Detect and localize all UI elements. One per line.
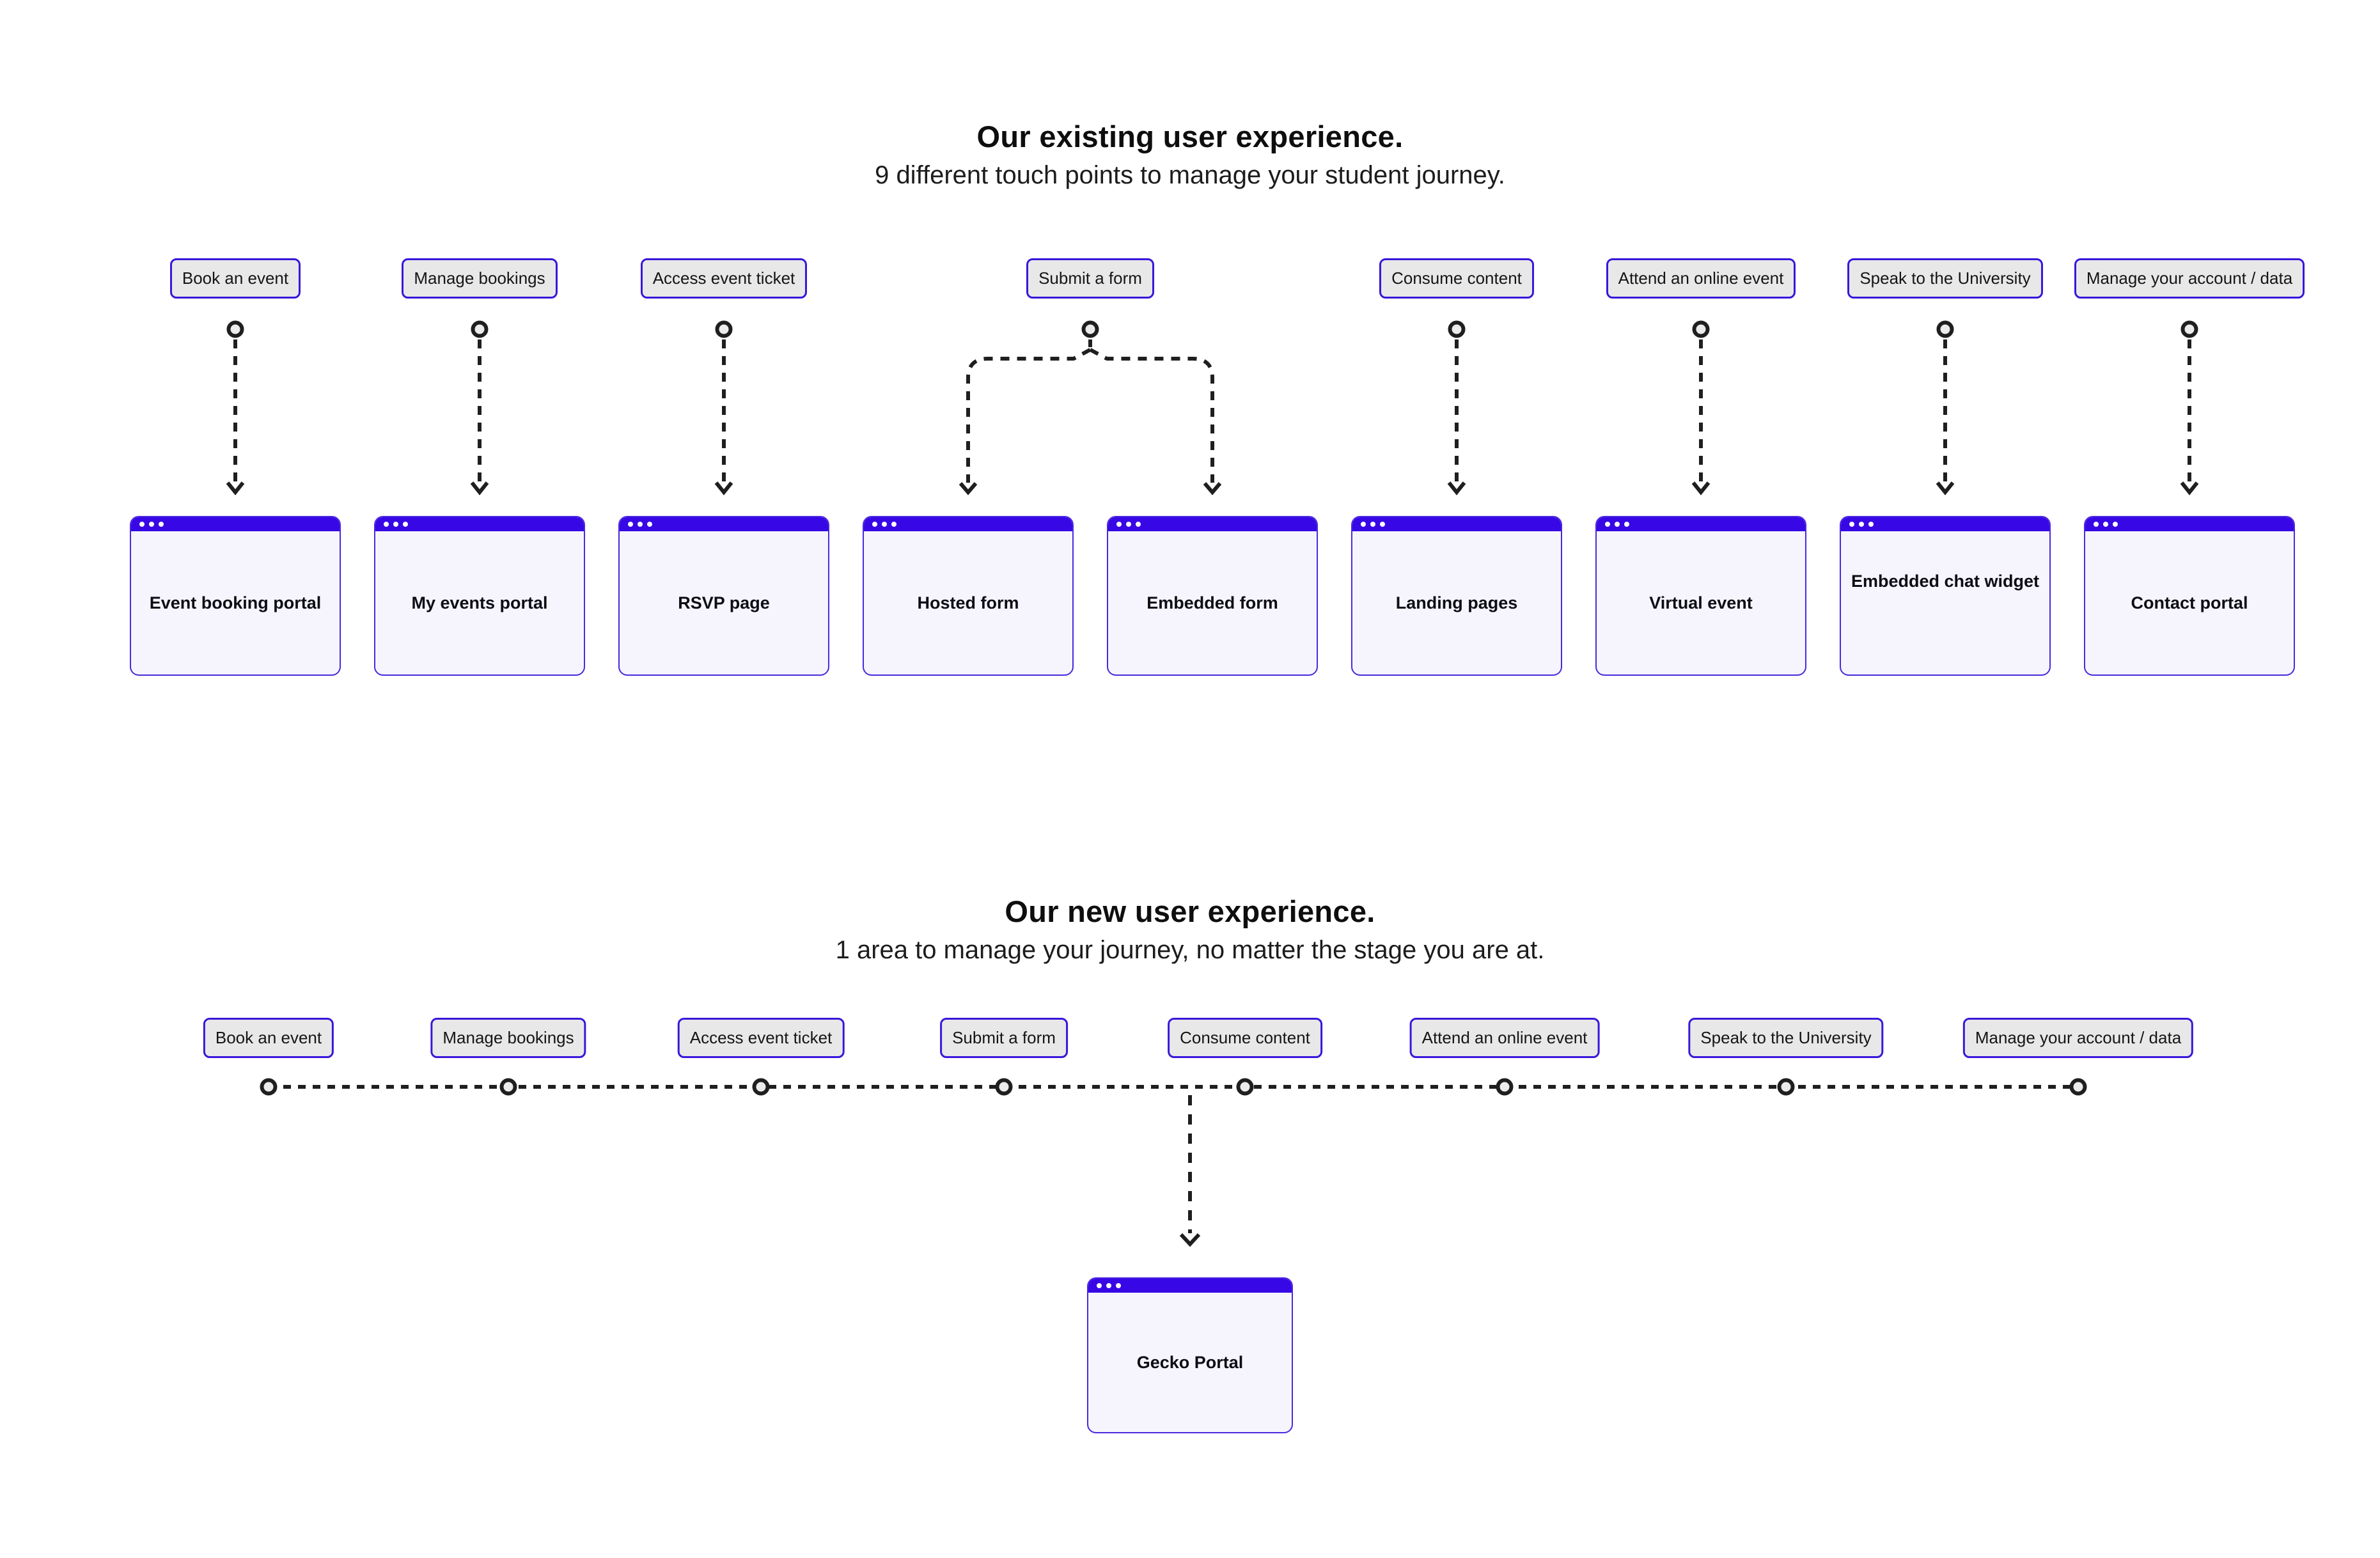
- window-label: Hosted form: [917, 593, 1019, 612]
- new-node-speak-to-university: Speak to the University: [1688, 1018, 1884, 1058]
- node-manage-bookings: Manage bookings: [402, 258, 558, 299]
- window-hosted-form: Hosted form: [863, 516, 1074, 676]
- window-titlebar: [2085, 517, 2294, 531]
- window-titlebar: [1597, 517, 1805, 531]
- node-attend-online-event: Attend an online event: [1606, 258, 1796, 299]
- traffic-lights-icon: [1116, 522, 1141, 527]
- dashed-arrow-connector: [2180, 320, 2199, 495]
- new-section-header: Our new user experience. 1 area to manag…: [0, 894, 2380, 965]
- new-node-submit-a-form: Submit a form: [940, 1018, 1068, 1058]
- node-submit-a-form: Submit a form: [1026, 258, 1154, 299]
- new-subtitle: 1 area to manage your journey, no matter…: [835, 936, 1545, 964]
- window-embedded-form: Embedded form: [1107, 516, 1318, 676]
- window-label: Embedded chat widget: [1851, 572, 2040, 591]
- traffic-lights-icon: [1849, 522, 1874, 527]
- traffic-lights-icon: [1361, 522, 1385, 527]
- traffic-lights-icon: [384, 522, 408, 527]
- window-label: Event booking portal: [149, 593, 322, 612]
- window-label: Embedded form: [1147, 593, 1278, 612]
- portal-drop-connector: [1179, 1095, 1201, 1247]
- window-label: Gecko Portal: [1136, 1352, 1244, 1372]
- window-my-events-portal: My events portal: [374, 516, 585, 676]
- fork-arrow-connector: [959, 320, 1222, 495]
- window-embedded-chat-widget: Embedded chat widget: [1840, 516, 2051, 676]
- new-node-manage-account-data: Manage your account / data: [1962, 1018, 2194, 1058]
- traffic-lights-icon: [628, 522, 652, 527]
- window-label: Virtual event: [1649, 593, 1753, 612]
- dashed-arrow-connector: [1691, 320, 1711, 495]
- traffic-lights-icon: [139, 522, 164, 527]
- traffic-lights-icon: [1605, 522, 1629, 527]
- existing-subtitle: 9 different touch points to manage your …: [875, 161, 1505, 189]
- window-titlebar: [1088, 1279, 1292, 1293]
- new-node-access-event-ticket: Access event ticket: [677, 1018, 845, 1058]
- window-titlebar: [131, 517, 340, 531]
- window-gecko-portal: Gecko Portal: [1087, 1277, 1293, 1433]
- window-contact-portal: Contact portal: [2084, 516, 2295, 676]
- existing-title: Our existing user experience.: [976, 120, 1404, 153]
- window-titlebar: [620, 517, 828, 531]
- dashed-arrow-connector: [714, 320, 733, 495]
- window-label: RSVP page: [678, 593, 770, 612]
- window-titlebar: [1108, 517, 1317, 531]
- window-label: Contact portal: [2131, 593, 2248, 612]
- window-event-booking-portal: Event booking portal: [130, 516, 341, 676]
- traffic-lights-icon: [872, 522, 896, 527]
- window-virtual-event: Virtual event: [1595, 516, 1806, 676]
- journey-timeline: [260, 1078, 2087, 1247]
- node-speak-to-university: Speak to the University: [1847, 258, 2043, 299]
- node-consume-content: Consume content: [1379, 258, 1534, 299]
- window-titlebar: [1841, 517, 2049, 531]
- window-titlebar: [864, 517, 1072, 531]
- new-node-book-an-event: Book an event: [203, 1018, 334, 1058]
- node-manage-account-data: Manage your account / data: [2074, 258, 2305, 299]
- traffic-lights-icon: [2094, 522, 2118, 527]
- node-book-an-event: Book an event: [169, 258, 301, 299]
- window-titlebar: [375, 517, 584, 531]
- window-landing-pages: Landing pages: [1351, 516, 1562, 676]
- new-node-consume-content: Consume content: [1168, 1018, 1322, 1058]
- window-titlebar: [1352, 517, 1561, 531]
- dashed-arrow-connector: [470, 320, 489, 495]
- dashed-arrow-connector: [1447, 320, 1466, 495]
- node-access-event-ticket: Access event ticket: [640, 258, 808, 299]
- new-node-manage-bookings: Manage bookings: [430, 1018, 586, 1058]
- window-rsvp-page: RSVP page: [618, 516, 829, 676]
- traffic-lights-icon: [1097, 1283, 1121, 1288]
- dashed-arrow-connector: [226, 320, 245, 495]
- new-title: Our new user experience.: [1005, 894, 1375, 928]
- existing-diagram: Book an event Manage bookings Access eve…: [130, 258, 2305, 676]
- dashed-arrow-connector: [1936, 320, 1955, 495]
- new-node-attend-online-event: Attend an online event: [1409, 1018, 1600, 1058]
- window-label: My events portal: [411, 593, 548, 612]
- existing-section-header: Our existing user experience. 9 differen…: [0, 119, 2380, 190]
- window-label: Landing pages: [1395, 593, 1518, 612]
